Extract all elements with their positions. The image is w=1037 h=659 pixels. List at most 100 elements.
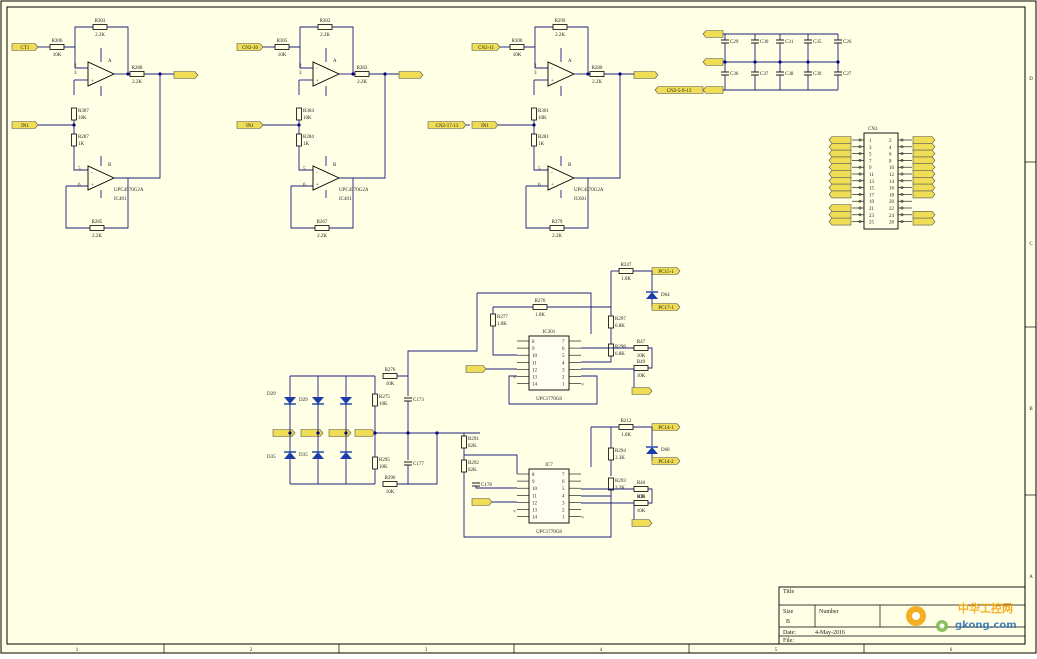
comparator-resistor-value: 3.3K: [615, 456, 625, 461]
wire: [407, 350, 437, 376]
comparator-lower-pin: 3: [562, 501, 565, 506]
opamp-extra-port: [427, 121, 467, 129]
no-connect-mark: ×: [513, 509, 516, 515]
sheet-inner-border: [6, 6, 1026, 645]
mid-resistor-1-ref: R304: [303, 109, 314, 114]
number-label: Number: [819, 609, 839, 615]
opamp-a: [87, 61, 116, 87]
connector-left-port: [828, 183, 852, 192]
watermark-gear-hole: [939, 623, 945, 629]
connector-pin-left: 7: [869, 159, 872, 164]
connector-pin-right: 8: [889, 159, 892, 164]
opamp-a-unit: A: [108, 59, 112, 64]
comparator-resistor-value: 1.0K: [497, 322, 507, 327]
opamp-b-feedback-resistor: [314, 225, 330, 231]
comparator-resistor-ref: R277: [497, 315, 508, 320]
wire: [397, 465, 409, 485]
connector-left-port: [828, 177, 852, 185]
junction-dot: [158, 72, 162, 76]
output-resistor-ref: R288: [132, 66, 143, 71]
wire: [525, 186, 550, 229]
junction-dot: [316, 431, 320, 435]
connector-pin-dot: [858, 179, 862, 183]
connector-pin-dot: [858, 220, 862, 224]
comparator-upper-pin: 13: [532, 376, 538, 381]
comparator-resistor-value: 10K: [637, 354, 646, 359]
comparator-resistor-value: 3.3K: [615, 486, 625, 491]
connector-pin-left: 9: [869, 166, 872, 171]
wire: [464, 454, 518, 474]
connector-pin-dot: [900, 158, 904, 162]
comparator-port-mid: [651, 457, 681, 465]
comparator-resistor: [633, 486, 649, 492]
connector-left-port: [828, 211, 852, 219]
opamp-part: UPC4570G2A: [339, 188, 369, 193]
opamp-b-minus: -: [316, 171, 318, 176]
comparator-lower-pin: 9: [532, 480, 535, 485]
opamp-input-port: [471, 43, 501, 51]
connector-pin-left: 15: [869, 187, 875, 192]
connector-pin-dot: [900, 206, 904, 210]
comparator-port-in: [465, 365, 487, 373]
comparator-upper-pin: 6: [562, 347, 565, 352]
opamp-b-feedback-resistor: [89, 225, 105, 231]
comparator-upper-pin: 9: [532, 347, 535, 352]
mid-resistor-2: [296, 133, 302, 147]
wire: [574, 74, 621, 179]
opamp-in2-port-label: IN1: [246, 124, 254, 129]
comparator-lower-pin: 2: [562, 509, 565, 514]
junction-dot: [297, 123, 301, 127]
bridge-resistor-value: 10K: [386, 490, 395, 495]
wire: [114, 74, 161, 179]
pin-number: 2: [534, 64, 537, 69]
comparator-resistor-value: 82K: [468, 468, 477, 473]
pin-number: 6: [303, 183, 306, 188]
mid-resistor-1-ref: R307: [78, 109, 89, 114]
connector-right-port: [912, 190, 936, 199]
opamp-input-resistor-ref: R305: [277, 39, 288, 44]
connector-pin-right: 20: [889, 200, 895, 205]
zone-col-label: 6: [950, 648, 953, 653]
wire: [581, 356, 612, 363]
opamp-b-feedback-resistor-value: 2.2K: [92, 234, 102, 239]
opamp-part: UPC4570G2A: [574, 188, 604, 193]
connector-left-port: [828, 170, 852, 178]
opamp-output-port: [398, 71, 424, 79]
opamp-a: [312, 61, 341, 87]
comparator-lower-pin: 11: [532, 494, 537, 499]
connector-right-port: [912, 211, 936, 219]
connector-right-port: [912, 156, 936, 165]
connector-left-port: [828, 156, 852, 165]
mid-resistor-2: [531, 133, 537, 147]
connector-left-port: [828, 143, 852, 151]
comparator-lower-ref: IC7: [545, 463, 553, 468]
connector-pin-right: 12: [889, 173, 895, 178]
comparator-resistor: [461, 459, 467, 473]
comparator-upper-pin: 5: [562, 354, 565, 359]
zone-row-label: C: [1029, 242, 1033, 247]
connector-pin-left: 11: [869, 173, 874, 178]
connector-pin-dot: [858, 192, 862, 196]
connector-pin-left: 21: [869, 207, 875, 212]
mid-resistor-2-ref: R281: [538, 135, 549, 140]
comparator-lower-pin: 14: [532, 516, 538, 521]
opamp-b-feedback-resistor-ref: R267: [317, 220, 328, 225]
bridge-resistor-value: 10K: [379, 402, 388, 407]
output-resistor-ref: R283: [357, 66, 368, 71]
comparator-resistor-value: 10K: [637, 495, 646, 500]
zone-row-label: B: [1029, 407, 1033, 412]
connector-pin-dot: [900, 192, 904, 196]
no-connect-mark: ×: [513, 375, 516, 381]
junction-dot: [383, 72, 387, 76]
bridge-capacitor-ref: C173: [413, 398, 424, 403]
opamp-input-resistor-value: 10K: [53, 53, 62, 58]
junction-dot: [288, 431, 292, 435]
connector-right-port: [912, 163, 936, 171]
connector-pin-left: 25: [869, 221, 875, 226]
comparator-resistor-ref: R294: [615, 449, 626, 454]
comparator-port-in: [471, 498, 493, 506]
wire: [463, 472, 612, 538]
wire: [289, 46, 313, 69]
connector-pin-dot: [900, 138, 904, 142]
